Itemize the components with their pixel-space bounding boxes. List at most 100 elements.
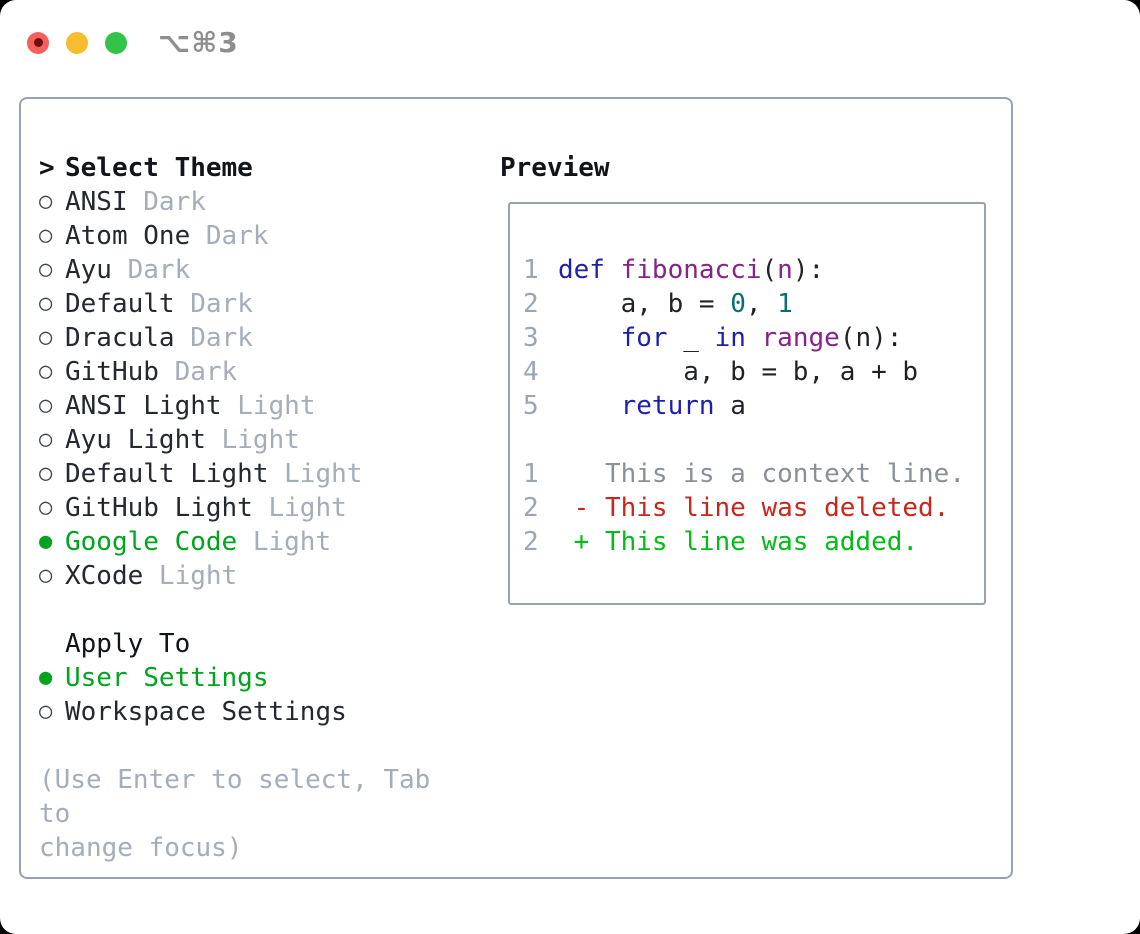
token-keyword: return bbox=[620, 391, 715, 421]
code-line: 1 This is a context line. bbox=[523, 457, 976, 491]
code-line: 2 a, b = 0, 1 bbox=[523, 287, 976, 321]
theme-name: GitHub bbox=[65, 357, 159, 387]
theme-variant: Light bbox=[268, 459, 363, 489]
theme-name: GitHub Light bbox=[65, 493, 253, 523]
line-number bbox=[523, 423, 545, 457]
code-text: a, b = 0, 1 bbox=[558, 287, 793, 321]
close-button[interactable] bbox=[27, 31, 49, 54]
theme-name: Default Light bbox=[65, 459, 269, 489]
code-text: def fibonacci(n): bbox=[558, 253, 824, 287]
code-text: for _ in range(n): bbox=[558, 321, 903, 355]
token-plain: , bbox=[745, 289, 778, 319]
minimize-button[interactable] bbox=[66, 31, 88, 54]
window-title: ⌥⌘3 bbox=[158, 26, 239, 59]
radio-icon: ○ bbox=[39, 359, 53, 384]
theme-option-ansi-light[interactable]: ○ANSI Light Light bbox=[39, 389, 469, 423]
code-line: 5 return a bbox=[523, 389, 976, 423]
theme-variant: Light bbox=[143, 561, 238, 591]
radio-icon: ○ bbox=[39, 563, 53, 588]
zoom-button[interactable] bbox=[105, 31, 127, 54]
token-keyword: for bbox=[620, 323, 668, 353]
preview-title: Preview bbox=[500, 153, 610, 183]
token-plain bbox=[558, 323, 621, 353]
theme-name: Ayu Light bbox=[65, 425, 206, 455]
hint-text: (Use Enter to select, Tab to change focu… bbox=[39, 765, 431, 863]
code-line: 2 + This line was added. bbox=[523, 525, 976, 559]
code-line-blank bbox=[523, 423, 976, 457]
code-line: 4 a, b = b, a + b bbox=[523, 355, 976, 389]
token-literal: 1 bbox=[777, 289, 793, 319]
token-literal: 0 bbox=[730, 289, 746, 319]
theme-option-xcode[interactable]: ○XCode Light bbox=[39, 559, 469, 593]
line-number: 2 bbox=[523, 289, 539, 319]
token-added: + This line was added. bbox=[558, 527, 919, 557]
theme-option-google-code[interactable]: ●Google Code Light bbox=[39, 525, 469, 559]
radio-icon: ○ bbox=[39, 427, 53, 452]
line-number: 2 bbox=[523, 527, 539, 557]
code-text: This is a context line. bbox=[558, 457, 965, 491]
theme-option-github[interactable]: ○ GitHub Dark bbox=[39, 355, 469, 389]
token-context: This is a context line. bbox=[558, 459, 965, 489]
theme-option-default-light[interactable]: ○ Default Light Light bbox=[39, 457, 469, 491]
apply-to-list: ●User Settings ○ Workspace Settings bbox=[39, 661, 469, 729]
apply-to-header: Apply To bbox=[39, 627, 469, 661]
theme-option-ayu-light[interactable]: ○Ayu Light Light bbox=[39, 423, 469, 457]
theme-variant: Light bbox=[237, 527, 332, 557]
apply-option-workspace-settings[interactable]: ○ Workspace Settings bbox=[39, 695, 469, 729]
token-name: fibonacci bbox=[620, 255, 762, 285]
code-text: - This line was deleted. bbox=[558, 491, 950, 525]
radio-icon: ○ bbox=[39, 461, 53, 486]
theme-option-dracula[interactable]: ○ Dracula Dark bbox=[39, 321, 469, 355]
radio-icon: ○ bbox=[39, 325, 53, 350]
token-plain: ( bbox=[761, 255, 778, 285]
theme-list: ○ANSI Dark○Atom One Dark○Ayu Dark○Defaul… bbox=[39, 185, 469, 593]
radio-icon: ○ bbox=[39, 291, 53, 316]
token-plain: _ bbox=[667, 323, 715, 353]
code-line: 3 for _ in range(n): bbox=[523, 321, 976, 355]
code-line: 2 - This line was deleted. bbox=[523, 491, 976, 525]
select-theme-title: Select Theme bbox=[65, 153, 253, 183]
token-deleted: - This line was deleted. bbox=[558, 493, 950, 523]
theme-variant: Dark bbox=[174, 323, 253, 353]
titlebar: ⌥⌘3 bbox=[27, 26, 239, 59]
theme-name: Atom One bbox=[65, 221, 191, 251]
line-number: 2 bbox=[523, 493, 539, 523]
theme-variant: Dark bbox=[190, 221, 269, 251]
theme-variant: Dark bbox=[111, 255, 191, 285]
token-plain: a, b = b, a + b bbox=[558, 357, 919, 387]
theme-name: Dracula bbox=[65, 323, 175, 353]
theme-option-default[interactable]: ○ Default Dark bbox=[39, 287, 469, 321]
theme-name: ANSI Light bbox=[65, 391, 222, 421]
theme-variant: Dark bbox=[158, 357, 238, 387]
radio-icon: ○ bbox=[39, 699, 53, 724]
theme-variant: Dark bbox=[174, 289, 253, 319]
token-plain bbox=[558, 391, 621, 421]
theme-option-ayu[interactable]: ○Ayu Dark bbox=[39, 253, 469, 287]
token-keyword: in bbox=[714, 323, 746, 353]
radio-icon: ○ bbox=[39, 495, 53, 520]
apply-option-user-settings[interactable]: ●User Settings bbox=[39, 661, 469, 695]
radio-icon: ○ bbox=[39, 189, 53, 214]
theme-option-ansi[interactable]: ○ANSI Dark bbox=[39, 185, 469, 219]
theme-name: Ayu bbox=[65, 255, 112, 285]
apply-option-label: User Settings bbox=[65, 663, 269, 693]
code-text: + This line was added. bbox=[558, 525, 918, 559]
radio-icon: ○ bbox=[39, 223, 53, 248]
theme-option-github-light[interactable]: ○GitHub Light Light bbox=[39, 491, 469, 525]
theme-picker: > Select Theme ○ANSI Dark○Atom One Dark○… bbox=[39, 151, 469, 865]
theme-variant: Light bbox=[221, 391, 316, 421]
apply-option-label: Workspace Settings bbox=[65, 697, 347, 727]
code-text: return a bbox=[558, 389, 746, 423]
token-plain bbox=[605, 255, 621, 285]
spacer bbox=[39, 593, 469, 627]
theme-variant: Dark bbox=[127, 187, 206, 217]
record-dot-icon bbox=[33, 38, 43, 47]
code-text: a, b = b, a + b bbox=[558, 355, 918, 389]
theme-option-atom-one[interactable]: ○ Atom One Dark bbox=[39, 219, 469, 253]
theme-name: Default bbox=[65, 289, 175, 319]
token-keyword: def bbox=[558, 255, 605, 285]
